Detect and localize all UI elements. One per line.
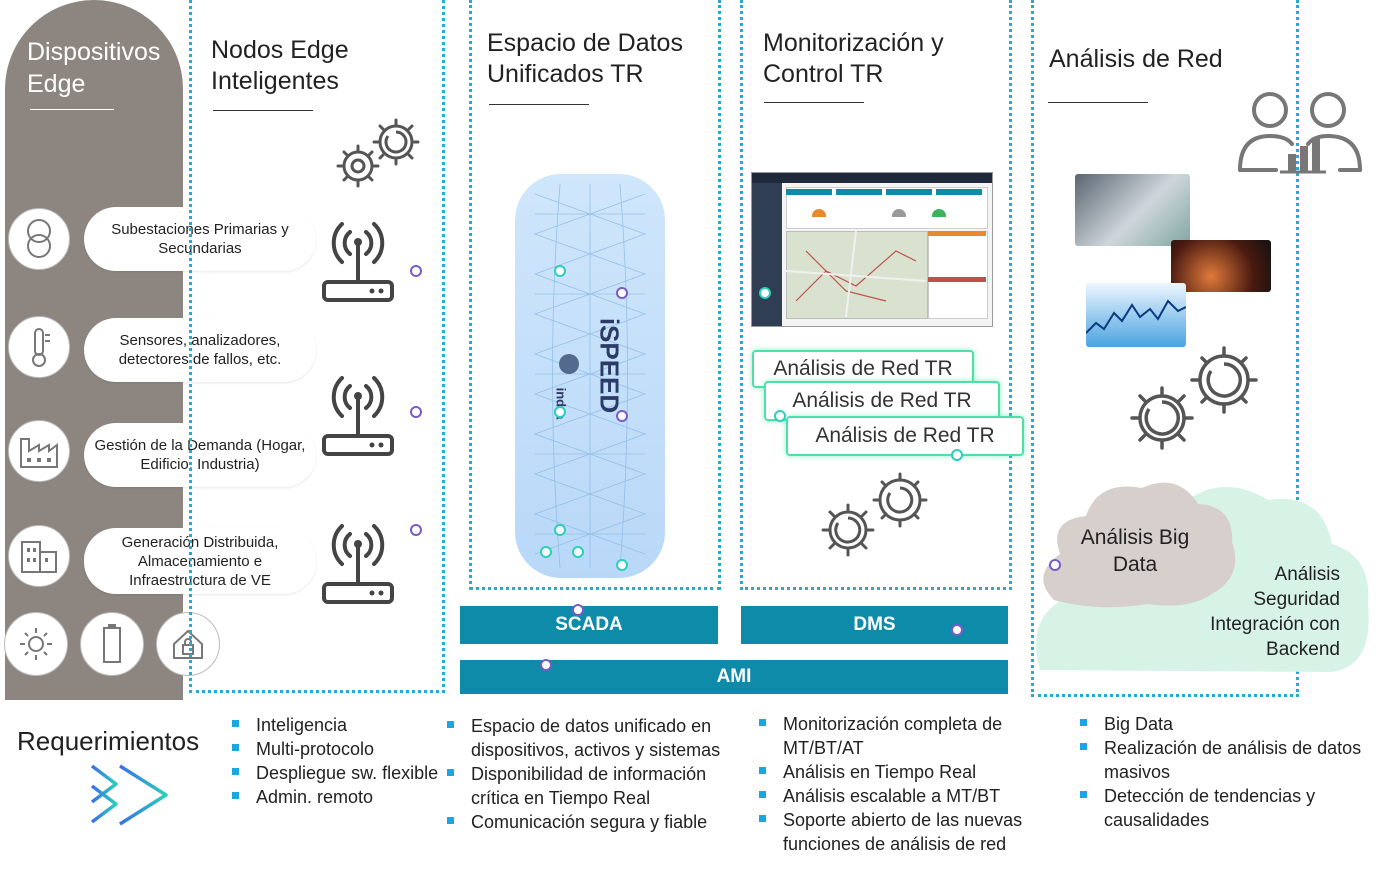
monitoring-dashboard-screenshot	[751, 172, 993, 327]
router-icon	[318, 366, 398, 463]
home-lock-icon	[156, 612, 220, 676]
requirements-edge-list: Inteligencia Multi-protocolo Despliegue …	[230, 713, 460, 809]
column-edge-title-line2: Inteligentes	[211, 67, 339, 95]
ispeed-platform: iSPEED indra	[515, 174, 665, 578]
stock-chart-photo	[1086, 283, 1186, 347]
transformer-icon	[8, 208, 70, 270]
requirement-item: Admin. remoto	[230, 785, 460, 809]
backend-cloud: Análisis Big Data Análisis Seguridad Int…	[1032, 480, 1374, 680]
indra-logo-text: indra	[553, 387, 569, 420]
gears-icon	[814, 472, 938, 569]
router-icon	[318, 514, 398, 611]
ami-bar: AMI	[460, 660, 1008, 694]
column-edge-underline	[213, 110, 313, 111]
requirement-item: Comunicación segura y fiable	[445, 810, 745, 834]
column-monitor-title-line2: Control TR	[763, 60, 884, 88]
sidebar-title: Dispositivos Edge	[27, 36, 160, 100]
requirements-data-list: Espacio de datos unificado en dispositiv…	[445, 714, 745, 834]
router-icon	[318, 212, 398, 309]
column-edge-title: Nodos Edge Inteligentes	[211, 35, 349, 97]
column-edge-title-line1: Nodos Edge	[211, 36, 349, 64]
device-label-sensors: Sensores, analizadores, detectores de fa…	[84, 318, 316, 382]
column-monitor-title: Monitorización y Control TR	[763, 28, 944, 90]
column-network-analysis	[1031, 0, 1299, 697]
building-icon	[8, 525, 70, 587]
requirement-item: Detección de tendencias y causalidades	[1078, 784, 1368, 832]
backend-functions-label: Análisis Seguridad Integración con Backe…	[1182, 562, 1340, 662]
requirement-item: Big Data	[1078, 712, 1368, 736]
big-data-label: Análisis Big Data	[1060, 524, 1210, 578]
backend-function-analysis: Análisis	[1274, 564, 1340, 585]
backend-function-integration: Integración con	[1210, 614, 1340, 635]
device-label-substations: Subestaciones Primarias y Secundarias	[84, 207, 316, 271]
big-data-cloud	[1043, 482, 1236, 608]
column-data-title: Espacio de Datos Unificados TR	[487, 28, 683, 90]
indra-logo-icon	[559, 354, 579, 374]
forward-arrows-icon	[86, 762, 172, 833]
device-label-demand: Gestión de la Demanda (Hogar, Edificio, …	[84, 423, 316, 487]
requirement-item: Análisis en Tiempo Real	[757, 760, 1047, 784]
speedometer-photo	[1171, 240, 1271, 292]
gears-icon	[330, 118, 430, 199]
backend-function-backend: Backend	[1266, 639, 1340, 660]
column-analysis-title: Análisis de Red	[1049, 45, 1223, 73]
requirement-item: Despliegue sw. flexible	[230, 761, 460, 785]
scada-bar: SCADA	[460, 606, 718, 644]
factory-icon	[8, 420, 70, 482]
device-label-generation: Generación Distribuida, Almacenamiento e…	[84, 528, 316, 594]
column-data-title-line2: Unificados TR	[487, 60, 644, 88]
big-data-label-line2: Data	[1112, 553, 1158, 576]
requirement-item: Multi-protocolo	[230, 737, 460, 761]
requirement-item: Soporte abierto de las nuevas funciones …	[757, 808, 1047, 856]
tr-analysis-box: Análisis de Red TR	[764, 381, 1000, 421]
column-analysis-underline	[1048, 102, 1148, 103]
requirement-item: Disponibilidad de información crítica en…	[445, 762, 745, 810]
requirements-analysis-list: Big Data Realización de análisis de dato…	[1078, 712, 1368, 832]
requirements-title: Requerimientos	[17, 726, 200, 756]
big-data-label-line1: Análisis Big	[1080, 526, 1190, 549]
tr-analysis-box: Análisis de Red TR	[786, 416, 1024, 456]
requirement-item: Espacio de datos unificado en dispositiv…	[445, 714, 745, 762]
thermometer-icon	[8, 316, 70, 378]
dms-bar: DMS	[741, 606, 1008, 644]
sidebar-title-underline	[30, 109, 114, 110]
column-data-space	[469, 0, 721, 590]
requirement-item: Inteligencia	[230, 713, 460, 737]
ispeed-logo: iSPEED	[579, 310, 629, 430]
sidebar-title-line1: Dispositivos	[27, 38, 161, 66]
column-edge-nodes	[189, 0, 445, 693]
battery-icon	[80, 612, 144, 676]
column-monitoring	[740, 0, 1012, 590]
users-analytics-icon	[1236, 88, 1364, 185]
requirement-item: Monitorización completa de MT/BT/AT	[757, 712, 1047, 760]
requirement-item: Análisis escalable a MT/BT	[757, 784, 1047, 808]
sun-icon	[4, 612, 68, 676]
column-monitor-title-line1: Monitorización y	[763, 29, 944, 57]
column-data-underline	[489, 104, 589, 105]
column-data-title-line1: Espacio de Datos	[487, 29, 683, 57]
asset-management-photo	[1075, 174, 1190, 246]
ispeed-logo-text: iSPEED	[594, 317, 625, 414]
requirement-item: Realización de análisis de datos masivos	[1078, 736, 1368, 784]
gears-icon	[1120, 346, 1270, 463]
sidebar-title-line2: Edge	[27, 70, 86, 98]
column-monitor-underline	[764, 102, 864, 103]
backend-function-security: Seguridad	[1253, 589, 1340, 610]
requirements-monitor-list: Monitorización completa de MT/BT/AT Anál…	[757, 712, 1047, 856]
